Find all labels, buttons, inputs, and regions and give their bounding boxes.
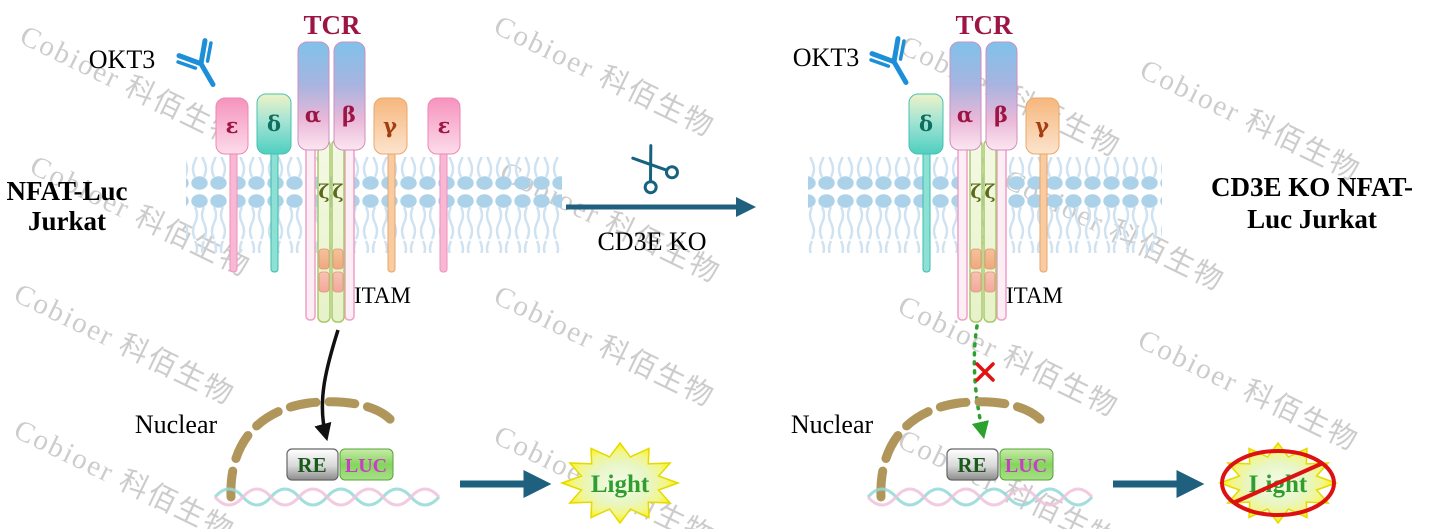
- gamma-label: γ: [1035, 113, 1049, 138]
- nuclear-membrane-arc: [226, 397, 402, 502]
- cd3-epsilon-ectodomain: [215, 97, 249, 155]
- right-cell-line-title-line1: CD3E KO NFAT-: [1211, 172, 1413, 202]
- watermark: Cobioer 科佰生物: [9, 277, 240, 412]
- cd3-delta-ectodomain: [908, 93, 944, 155]
- cd3-zeta-chain: [331, 139, 345, 323]
- gamma-label: γ: [383, 113, 397, 138]
- light-label: Light: [591, 471, 650, 498]
- cd3-gamma-stalk: [387, 149, 396, 273]
- tcr-alpha-stalk: [305, 145, 316, 321]
- tcr-beta-stalk: [996, 145, 1007, 321]
- itam-motif: [332, 248, 344, 270]
- okt3-label: OKT3: [793, 43, 859, 72]
- tcr-beta-ectodomain: [985, 41, 1018, 151]
- plasma-membrane: [186, 157, 562, 253]
- itam-label: ITAM: [354, 283, 411, 308]
- cd3-gamma-ectodomain: [373, 97, 408, 155]
- beta-label: β: [342, 102, 356, 127]
- cd3-epsilon-stalk: [229, 149, 238, 273]
- nuclear-label: Nuclear: [791, 410, 874, 439]
- cd3-gamma-ectodomain: [1025, 97, 1060, 155]
- zeta-label: ζ: [970, 181, 981, 203]
- tcr-label: TCR: [303, 10, 361, 40]
- dna-helix: [866, 487, 1094, 507]
- cd3-gamma-stalk: [1039, 149, 1048, 273]
- cd3-zeta-chain: [969, 139, 983, 323]
- delta-label: δ: [267, 111, 281, 136]
- zeta-label: ζ: [332, 181, 343, 203]
- watermark: Cobioer 科佰生物: [15, 19, 246, 154]
- right-cell-line-title-line2: Luc Jurkat: [1247, 204, 1377, 234]
- transition: CD3E KO: [566, 144, 756, 256]
- cd3-delta-stalk: [270, 149, 279, 273]
- watermark: Cobioer 科佰生物: [489, 279, 720, 414]
- cd3-epsilon-ectodomain: [427, 97, 461, 155]
- watermark: Cobioer 科佰生物: [1133, 323, 1364, 458]
- left-panel: NFAT-Luc Jurkat ζ ζ α β ε δ γ ε TCR OKT3: [6, 10, 681, 525]
- left-cell-line-title-line1: NFAT-Luc: [6, 176, 127, 206]
- itam-motif: [970, 271, 982, 293]
- itam-motif: [318, 248, 330, 270]
- itam-label: ITAM: [1006, 283, 1063, 308]
- epsilon-label: ε: [438, 113, 451, 138]
- tcr-alpha-ectodomain: [297, 41, 330, 151]
- cd3-zeta-chain: [983, 139, 997, 323]
- cd3-delta-stalk: [922, 149, 931, 273]
- alpha-label: α: [957, 102, 973, 127]
- watermark: Cobioer 科佰生物: [489, 9, 720, 144]
- blocked-signal-arrow: [971, 324, 989, 440]
- re-box: [946, 448, 999, 481]
- alpha-label: α: [305, 102, 321, 127]
- zeta-label: ζ: [984, 181, 995, 203]
- cd3-delta-ectodomain: [256, 93, 292, 155]
- re-label: RE: [957, 453, 986, 477]
- tcr-beta-ectodomain: [333, 41, 366, 151]
- light-burst: Light: [559, 441, 681, 525]
- cd3-zeta-chain: [317, 139, 331, 323]
- cd3-epsilon-stalk: [439, 149, 448, 273]
- watermark: Cobioer 科佰生物: [1135, 53, 1366, 188]
- itam-motif: [984, 271, 996, 293]
- scissors-icon: [631, 144, 679, 195]
- tcr-beta-stalk: [344, 145, 355, 321]
- itam-motif: [984, 248, 996, 270]
- luc-box: [339, 448, 394, 481]
- prohibition-sign-icon: [1220, 449, 1336, 517]
- signal-arrow: [314, 329, 340, 442]
- right-panel: CD3E KO NFAT- Luc Jurkat ζ ζ α β δ γ TCR…: [791, 10, 1413, 525]
- nuclear-label: Nuclear: [135, 410, 218, 439]
- tcr-alpha-ectodomain: [949, 41, 982, 151]
- itam-motif: [332, 271, 344, 293]
- itam-motif: [318, 271, 330, 293]
- luc-label: LUC: [1005, 455, 1047, 477]
- dna-helix: [213, 487, 441, 507]
- blocked-x-icon: [975, 362, 995, 382]
- re-label: RE: [297, 453, 326, 477]
- tcr-label: TCR: [955, 10, 1013, 40]
- light-burst-blocked: Light: [1217, 441, 1339, 525]
- epsilon-label: ε: [226, 113, 239, 138]
- okt3-antibody-icon: [869, 36, 909, 86]
- itam-motif: [970, 248, 982, 270]
- zeta-label: ζ: [318, 181, 329, 203]
- luc-label: LUC: [345, 455, 387, 477]
- left-cell-line-title-line2: Jurkat: [28, 206, 106, 236]
- tcr-alpha-stalk: [957, 145, 968, 321]
- okt3-antibody-icon: [176, 38, 216, 88]
- beta-label: β: [994, 102, 1008, 127]
- nuclear-membrane-arc: [876, 397, 1052, 502]
- luc-box: [999, 448, 1054, 481]
- okt3-label: OKT3: [89, 45, 155, 74]
- delta-label: δ: [919, 111, 933, 136]
- re-box: [286, 448, 339, 481]
- knockout-label: CD3E KO: [597, 227, 706, 256]
